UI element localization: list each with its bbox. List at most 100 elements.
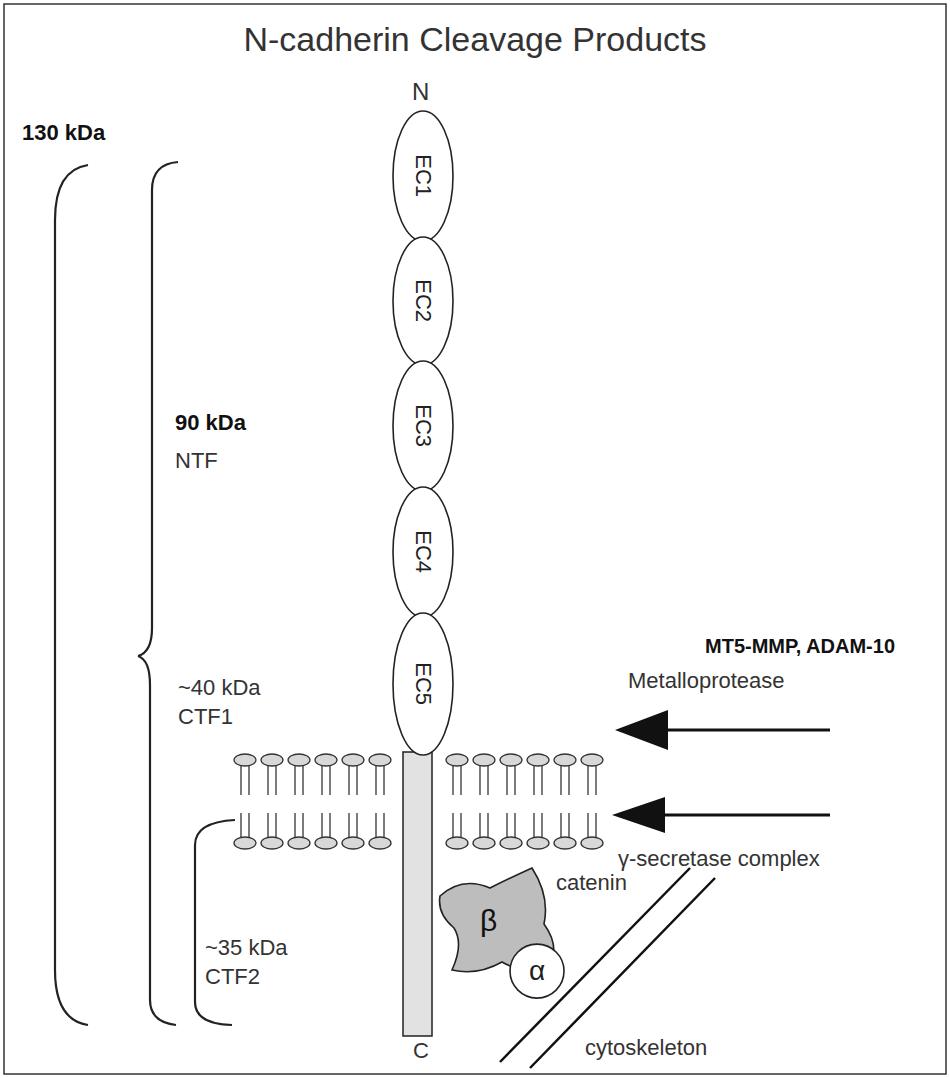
lipid-tail <box>248 766 249 795</box>
ec-domain: EC3 <box>392 360 454 492</box>
brackets <box>55 162 235 1025</box>
lipid-tail <box>302 813 303 837</box>
lipid-tail <box>541 766 542 795</box>
lipid-tail <box>560 766 561 795</box>
ec-domain: EC2 <box>392 236 454 366</box>
lipid-tail <box>487 766 488 795</box>
node-label: EC2 <box>410 280 435 323</box>
lipid-head <box>288 754 310 766</box>
lipid-tail <box>356 813 357 837</box>
lipid-tail <box>514 813 515 837</box>
lipid-bilayer <box>234 754 603 849</box>
node-heading: catenin <box>556 870 627 895</box>
lipid-head <box>369 837 391 849</box>
ellipse-outline <box>393 361 453 491</box>
lipid-tail <box>321 766 322 795</box>
lipid-tail <box>302 766 303 795</box>
circle-outline <box>510 944 564 998</box>
lipid-tail <box>460 813 461 837</box>
lipid-tail <box>383 813 384 837</box>
lipid-head <box>446 754 468 766</box>
lipid-head <box>554 837 576 849</box>
cleavage-arrows <box>612 710 830 833</box>
label: CTF2 <box>205 964 260 989</box>
node-label: β <box>480 904 497 939</box>
catenin-circle: α <box>508 940 566 1002</box>
lipid-head <box>288 837 310 849</box>
lipid-head <box>581 837 603 849</box>
lipid-tail <box>375 813 376 837</box>
ellipse-outline <box>393 237 453 365</box>
lipid-head <box>261 754 283 766</box>
ellipse-outline <box>393 487 453 617</box>
lipid-tail <box>294 813 295 837</box>
lipid-tail <box>587 766 588 795</box>
lipid-head <box>527 837 549 849</box>
label: ~35 kDa <box>205 935 288 960</box>
arrow-shaft <box>660 729 830 732</box>
ellipse-outline <box>393 613 453 755</box>
lipid-head <box>315 837 337 849</box>
node-label: α <box>529 955 545 987</box>
lipid-head <box>369 754 391 766</box>
lipid-tail <box>479 813 480 837</box>
lipid-head <box>581 754 603 766</box>
lipid-tail <box>560 813 561 837</box>
lipid-tail <box>533 813 534 837</box>
lipid-tail <box>595 813 596 837</box>
label: N <box>412 78 429 106</box>
lipid-tail <box>348 813 349 837</box>
lipid-tail <box>275 766 276 795</box>
lipid-tail <box>541 813 542 837</box>
lipid-head <box>500 837 522 849</box>
lipid-tail <box>568 766 569 795</box>
lipid-head <box>261 837 283 849</box>
lipid-head <box>315 754 337 766</box>
lipid-tail <box>533 766 534 795</box>
label: 130 kDa <box>22 120 105 145</box>
lipid-tail <box>487 813 488 837</box>
ec-domain: EC4 <box>392 486 454 618</box>
lipid-head <box>446 837 468 849</box>
lipid-tail <box>383 766 384 795</box>
lipid-head <box>473 837 495 849</box>
frame <box>4 4 946 1074</box>
node-label: EC3 <box>410 405 435 448</box>
lipid-tail <box>506 766 507 795</box>
lipid-tail <box>329 813 330 837</box>
node-label: EC1 <box>410 155 435 198</box>
label: cytoskeleton <box>585 1035 707 1060</box>
lipid-head <box>473 754 495 766</box>
bracket-130 <box>55 165 88 1025</box>
lipid-tail <box>587 813 588 837</box>
arrow-head <box>615 710 668 750</box>
lipid-head <box>342 837 364 849</box>
lipid-tail <box>240 813 241 837</box>
lipid-tail <box>460 766 461 795</box>
lipid-tail <box>267 766 268 795</box>
ec-domain: EC1 <box>392 110 454 242</box>
ellipse-outline <box>393 111 453 241</box>
bracket-ctf2 <box>195 820 235 1025</box>
lipid-tail <box>452 766 453 795</box>
label: ~40 kDa <box>178 675 261 700</box>
lipid-tail <box>321 813 322 837</box>
lipid-head <box>500 754 522 766</box>
lipid-head <box>342 754 364 766</box>
lipid-tail <box>375 766 376 795</box>
bracket-ctf1 <box>138 656 176 1025</box>
arrow-head <box>612 797 665 833</box>
lipid-tail <box>348 766 349 795</box>
lipid-head <box>234 754 256 766</box>
lipid-tail <box>568 813 569 837</box>
ec-domain: EC5 <box>392 612 454 756</box>
lipid-head <box>234 837 256 849</box>
lipid-tail <box>514 766 515 795</box>
lipid-tail <box>267 813 268 837</box>
lipid-head <box>554 754 576 766</box>
label: Metalloprotease <box>628 668 785 693</box>
label: CTF1 <box>178 704 233 729</box>
lipid-tail <box>294 766 295 795</box>
node-label: EC5 <box>410 663 435 706</box>
